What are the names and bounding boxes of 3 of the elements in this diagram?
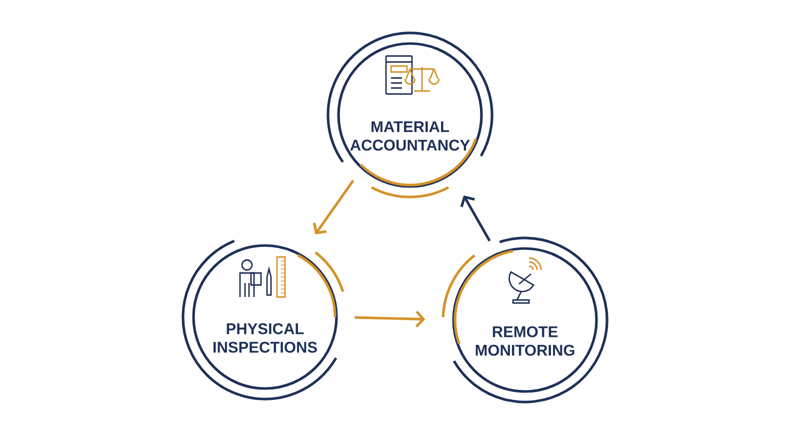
arrow [312,180,354,234]
arrow [354,310,426,328]
arrow [460,195,491,242]
